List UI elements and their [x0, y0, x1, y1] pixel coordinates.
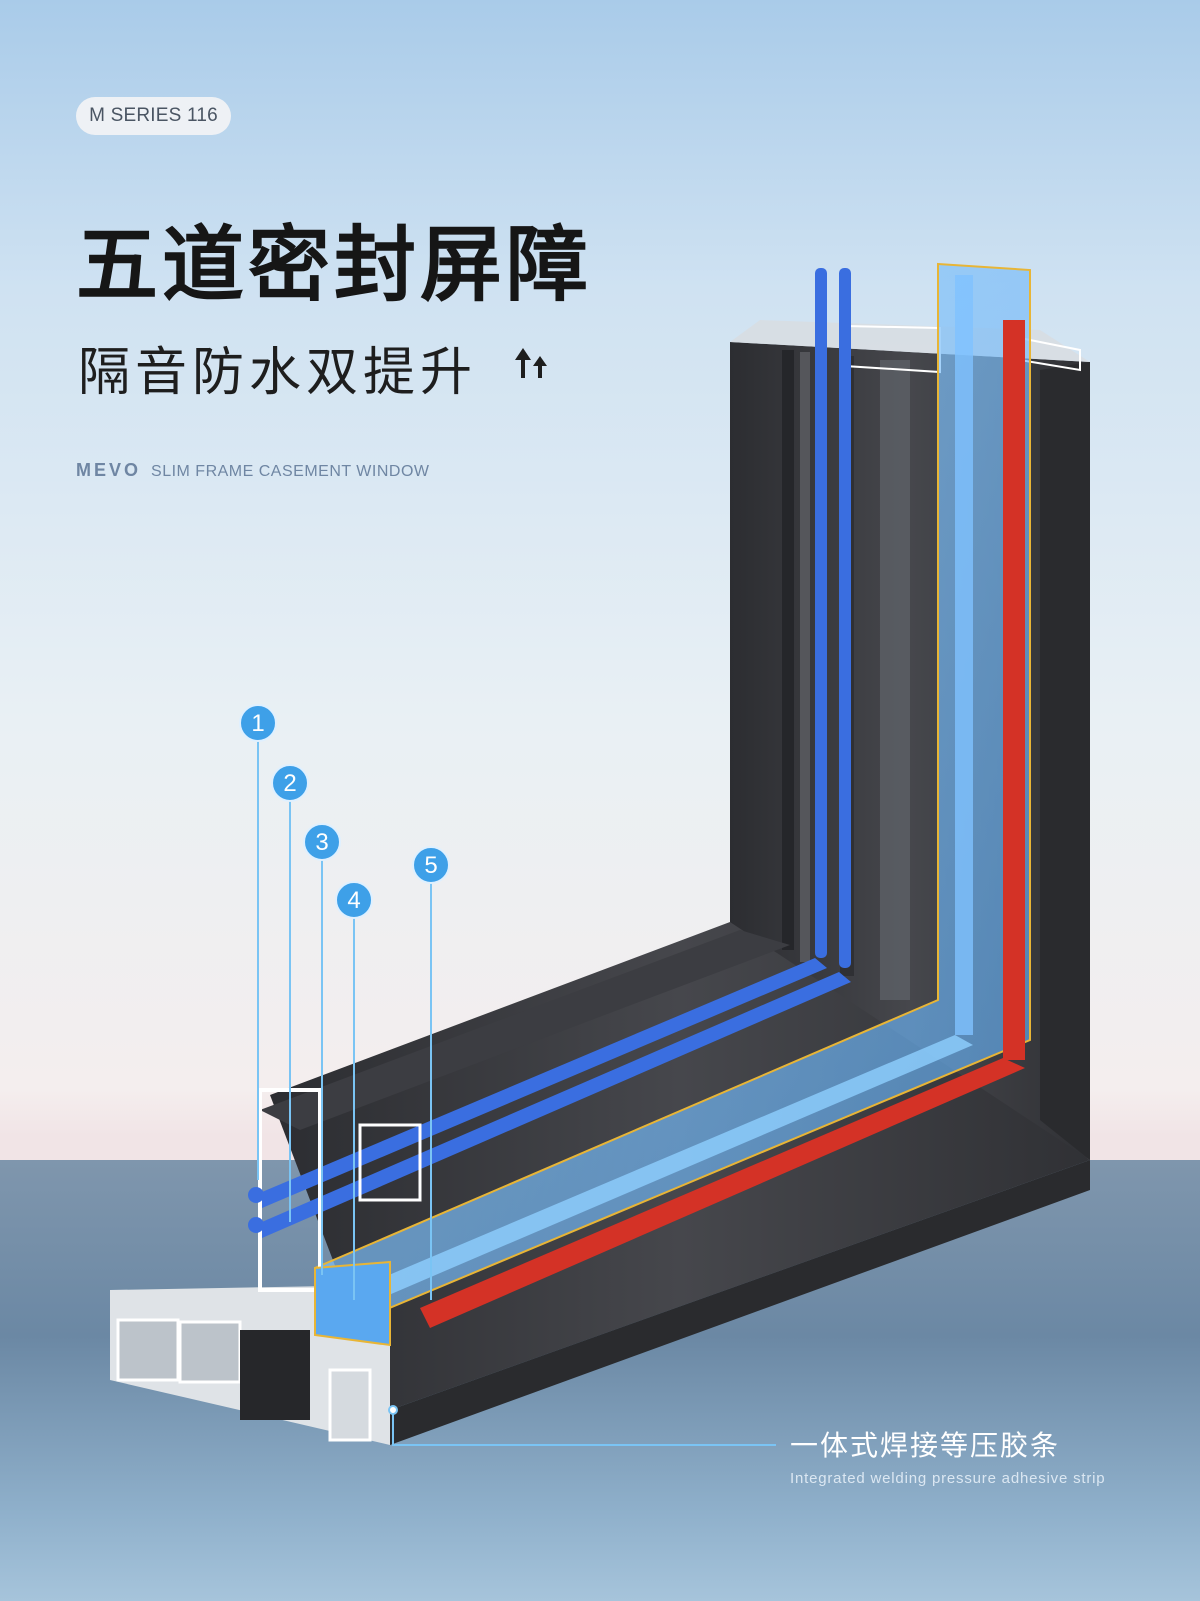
- seal-marker-2: 2: [271, 764, 309, 802]
- page-title: 五道密封屏障: [76, 218, 593, 313]
- seal-strip-1: [255, 268, 827, 1208]
- marker-label-5: 5: [424, 852, 437, 879]
- front-cross-section: [110, 1088, 422, 1445]
- marker-label-2: 2: [283, 770, 296, 797]
- seal-marker-1: 1: [239, 704, 277, 742]
- seal-strip-2: [255, 268, 851, 1238]
- marker-label-1: 1: [251, 710, 264, 737]
- marker-label-3: 3: [315, 829, 328, 856]
- seal-strip-3-4: [313, 262, 1031, 1337]
- caption-cn: 一体式焊接等压胶条: [790, 1429, 1061, 1462]
- series-badge: M SERIES 116: [76, 97, 231, 135]
- seal-marker-4: 4: [335, 881, 373, 919]
- product-name: SLIM FRAME CASEMENT WINDOW: [151, 463, 430, 480]
- seal-strip-5: [420, 320, 1025, 1328]
- marker-leaders: [257, 727, 776, 1446]
- page-subtitle: 隔音防水双提升: [78, 343, 478, 403]
- caption-en: Integrated welding pressure adhesive str…: [790, 1470, 1106, 1487]
- brand-line: MEVO SLIM FRAME CASEMENT WINDOW: [76, 460, 430, 481]
- seal-marker-3: 3: [303, 823, 341, 861]
- double-up-arrow-icon: [515, 348, 547, 378]
- seal-marker-5: 5: [412, 846, 450, 884]
- brand-name: MEVO: [76, 460, 142, 480]
- marker-label-4: 4: [347, 887, 360, 914]
